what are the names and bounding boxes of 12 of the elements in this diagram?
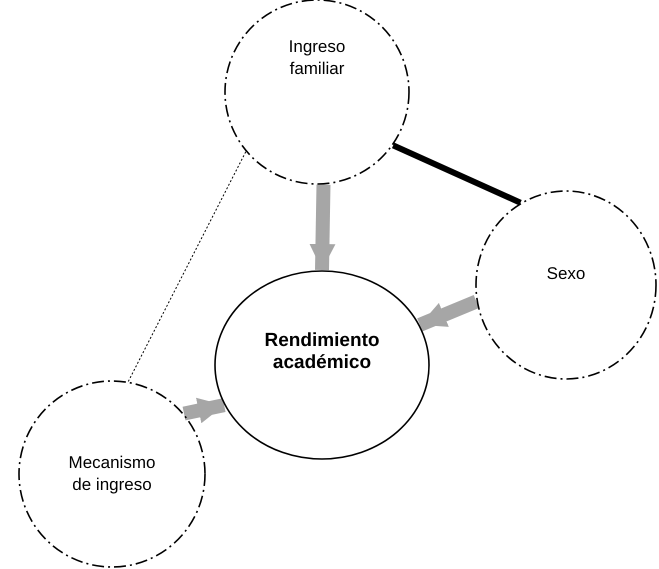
connector-line: [128, 151, 246, 382]
dash-dot-circle: [18, 380, 206, 568]
dash-dot-circle: [475, 190, 657, 380]
node-label: Mecanismo de ingreso: [68, 452, 156, 496]
node-label: Rendimiento académico: [263, 330, 381, 374]
arrow: [309, 184, 336, 270]
connector-line: [392, 142, 522, 206]
arrow: [417, 295, 480, 332]
ellipse-node: [214, 270, 430, 460]
arrow: [182, 398, 226, 424]
node-label: Sexo: [546, 263, 586, 285]
node-label: Ingreso familiar: [288, 36, 346, 80]
